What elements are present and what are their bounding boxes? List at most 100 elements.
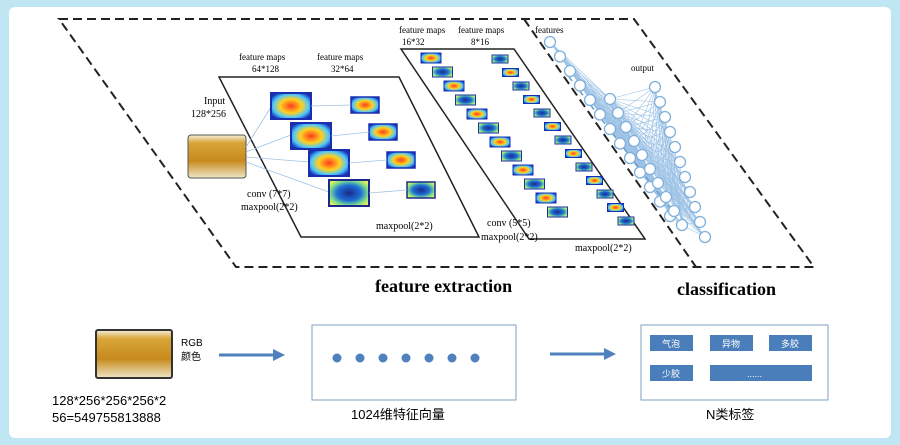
conv1-label: conv (7*7) xyxy=(247,189,291,200)
fully-connected-network xyxy=(543,35,712,244)
formula-line-1: 128*256*256*256*2 xyxy=(52,393,166,408)
network-node xyxy=(573,79,587,92)
network-node xyxy=(563,64,577,78)
network-node xyxy=(553,50,567,63)
network-node xyxy=(635,148,649,162)
maxpool1-label: maxpool(2*2) xyxy=(241,202,298,213)
network-node xyxy=(623,151,637,165)
classification-region xyxy=(523,18,697,268)
input-image xyxy=(187,134,247,179)
tag-low-glue-label: 少胶 xyxy=(662,368,680,379)
feature-map-16x32 xyxy=(489,136,511,148)
feature-map-8x16 xyxy=(523,95,540,104)
feature-map-8x16 xyxy=(607,203,624,212)
feature-map-2a xyxy=(350,96,380,114)
vector-dot xyxy=(332,353,342,363)
feature-map-8x16 xyxy=(575,162,593,172)
feature-map-16x32 xyxy=(524,178,545,190)
network-node xyxy=(593,108,607,121)
feature-map-8x16 xyxy=(491,54,509,64)
network-node xyxy=(603,92,617,106)
tag-foreign: 异物 xyxy=(710,335,753,351)
fm1-fm2-connections xyxy=(310,104,408,194)
feature-map-8x16 xyxy=(596,189,614,199)
fm2-label: feature maps xyxy=(317,52,364,62)
tag-more: ...... xyxy=(710,365,812,381)
arrow-2 xyxy=(550,348,616,360)
feature-map-8x16 xyxy=(533,108,551,118)
rgb-label: RGB xyxy=(181,338,203,349)
feature-map-8x16 xyxy=(565,149,582,158)
feature-map-1c xyxy=(308,149,350,177)
network-node xyxy=(643,162,657,176)
small-feature-maps xyxy=(420,52,635,226)
network-node xyxy=(543,35,557,49)
vector-dot xyxy=(401,353,411,363)
tag-bubble: 气泡 xyxy=(650,335,693,351)
maxpool3-label: maxpool(2*2) xyxy=(481,232,538,243)
fm2-size: 32*64 xyxy=(331,64,354,74)
conv-block-2 xyxy=(399,48,647,240)
arrow-1 xyxy=(219,349,285,361)
network-node xyxy=(648,80,662,94)
input-label: Input xyxy=(204,96,225,107)
network-node xyxy=(693,215,707,229)
network-node xyxy=(667,204,681,218)
network-node xyxy=(683,185,697,199)
classification-title: classification xyxy=(677,279,776,299)
vector-dot xyxy=(355,353,365,363)
feature-map-16x32 xyxy=(535,192,557,204)
network-node xyxy=(583,93,597,107)
network-node xyxy=(658,110,672,124)
network-node xyxy=(613,137,627,150)
network-node xyxy=(663,125,677,139)
rgb-input-image xyxy=(95,329,173,379)
feature-map-16x32 xyxy=(478,122,499,134)
feature-map-16x32 xyxy=(501,150,522,162)
tag-more-label: ...... xyxy=(747,369,762,379)
feature-map-8x16 xyxy=(586,176,603,185)
page-canvas: Input 128*256 feature maps 64*128 featur… xyxy=(9,7,891,438)
feature-map-16x32 xyxy=(420,52,442,64)
cnn-diagram: Input 128*256 feature maps 64*128 featur… xyxy=(52,18,829,425)
network-node xyxy=(633,166,647,179)
input-connections xyxy=(245,106,330,193)
feature-map-16x32 xyxy=(455,94,476,106)
feature-map-1b xyxy=(290,122,332,150)
network-node xyxy=(611,106,625,120)
feature-map-16x32 xyxy=(443,80,465,92)
tag-foreign-label: 异物 xyxy=(722,338,740,349)
features-label: features xyxy=(535,25,564,35)
feature-map-8x16 xyxy=(512,81,530,91)
fm1-label: feature maps xyxy=(239,52,286,62)
network-node xyxy=(603,122,617,136)
network-node xyxy=(678,170,692,184)
fm1-size: 64*128 xyxy=(252,64,280,74)
color-label: 颜色 xyxy=(181,350,201,363)
feature-map-2d xyxy=(406,181,436,199)
labels-caption: N类标签 xyxy=(706,407,754,422)
feature-map-8x16 xyxy=(554,135,572,145)
feature-map-1a xyxy=(270,92,312,120)
network-node xyxy=(651,176,665,190)
feature-map-2b xyxy=(368,123,398,141)
input-size: 128*256 xyxy=(191,109,226,120)
feature-map-16x32 xyxy=(512,164,534,176)
feature-map-16x32 xyxy=(432,66,453,78)
network-node xyxy=(619,120,633,134)
feature-map-16x32 xyxy=(466,108,488,120)
feature-map-16x32 xyxy=(547,206,568,218)
network-node xyxy=(675,218,689,232)
network-node xyxy=(673,155,687,169)
feature-map-8x16 xyxy=(544,122,561,131)
vector-dot xyxy=(470,353,480,363)
feature-extraction-title: feature extraction xyxy=(375,276,512,296)
network-node xyxy=(668,140,682,154)
feature-map-1d xyxy=(328,179,370,207)
maxpool2-label: maxpool(2*2) xyxy=(376,221,433,232)
fm3-size: 16*32 xyxy=(402,37,425,47)
vector-dot xyxy=(447,353,457,363)
formula-line-2: 56=549755813888 xyxy=(52,410,161,425)
vector-dot xyxy=(378,353,388,363)
feature-vector-box xyxy=(311,324,517,401)
